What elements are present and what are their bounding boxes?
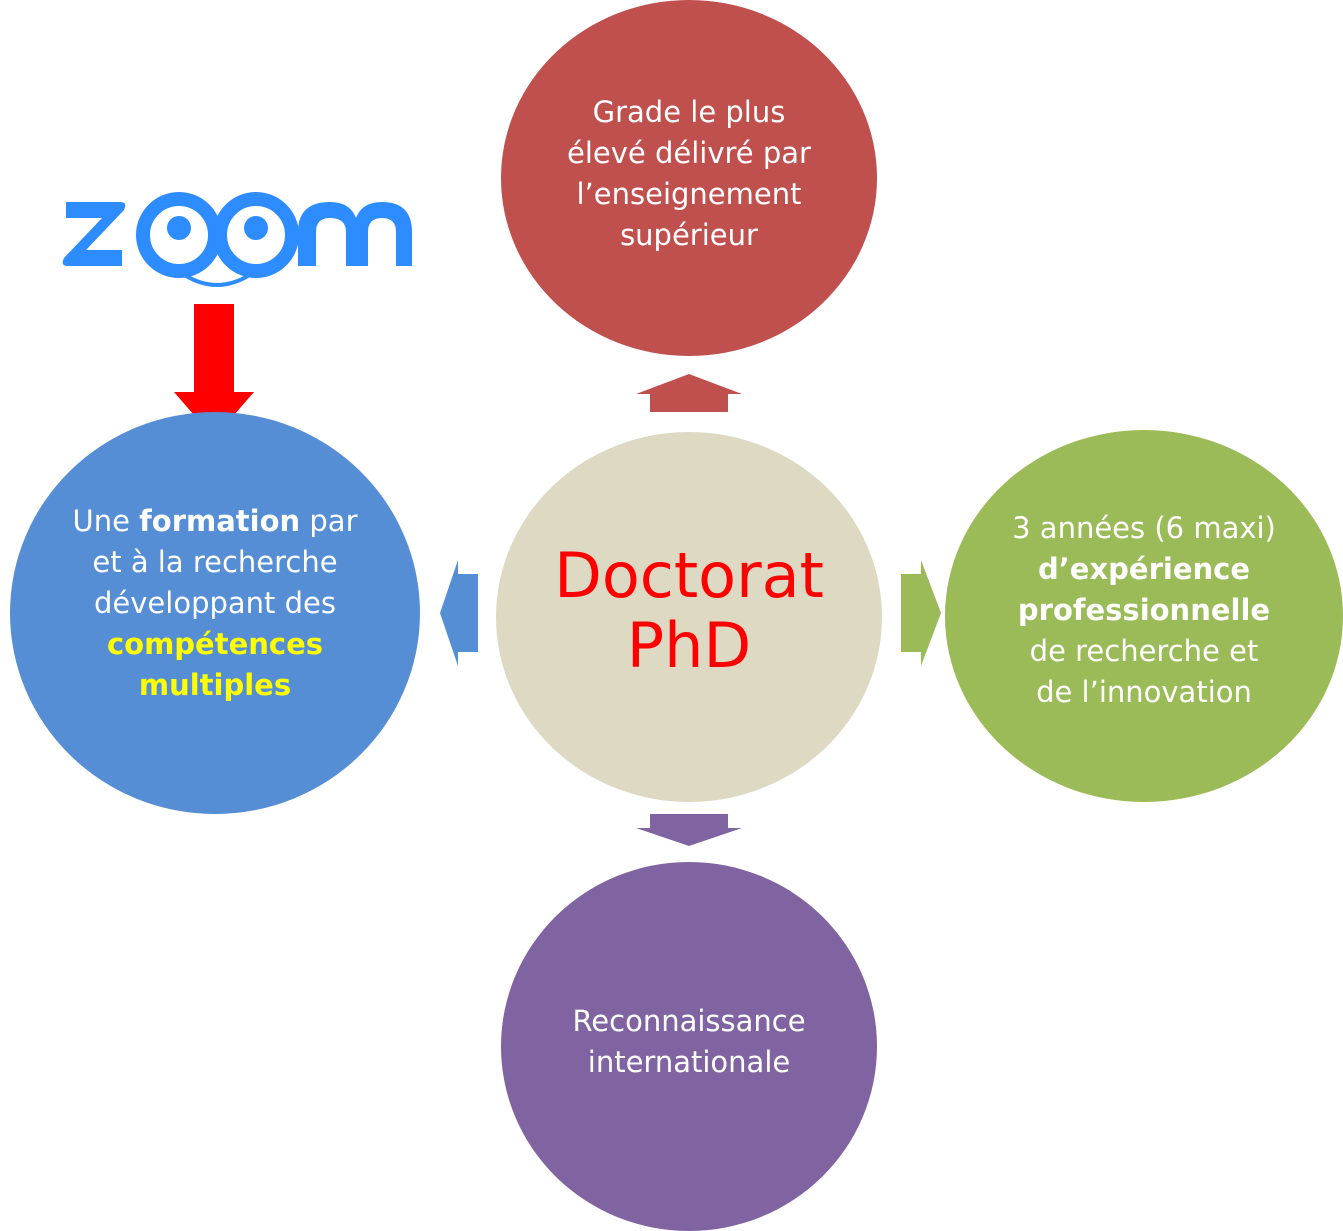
center-line-1: Doctorat: [554, 539, 824, 612]
circle-highest-degree: Grade le plus élevé délivré par l’enseig…: [501, 0, 877, 356]
center-line-2: PhD: [626, 609, 752, 682]
zoom-logo: zoom: [62, 180, 414, 295]
right-line-5: de l’innovation: [1036, 674, 1252, 709]
circle-professional-experience: 3 années (6 maxi) d’expérience professio…: [945, 430, 1343, 802]
top-line-2: élevé délivré par: [567, 136, 811, 170]
left-line-4: compétences: [106, 626, 324, 661]
left-line-2: et à la recherche: [92, 544, 338, 579]
left-line-1: Une formation par: [55, 501, 375, 542]
right-line-4: de recherche et: [1029, 633, 1259, 668]
circle-research-training: Une formation par et à la recherche déve…: [10, 412, 420, 814]
circle-international-recognition: Reconnaissance internationale: [501, 862, 877, 1231]
down-arrow-icon: [174, 304, 254, 438]
left-line-3: développant des: [94, 585, 336, 620]
left-line-1a: Une: [72, 503, 140, 538]
right-line-3: professionnelle: [1017, 592, 1271, 627]
left-line-1b: formation: [139, 503, 301, 538]
left-line-5: multiples: [138, 667, 292, 702]
arrow-left-to-left-circle: [440, 560, 478, 666]
left-line-1c: par: [300, 503, 358, 538]
arrow-right-to-right-circle: [901, 560, 941, 666]
top-line-1: Grade le plus: [592, 95, 786, 129]
top-line-4: supérieur: [620, 218, 758, 252]
circle-doctorat-text: Doctorat PhD: [554, 541, 824, 681]
right-line-2: d’expérience: [1038, 551, 1250, 586]
circle-highest-degree-text: Grade le plus élevé délivré par l’enseig…: [559, 92, 819, 256]
arrow-down-to-bottom: [636, 814, 742, 846]
bottom-line-1: Reconnaissance: [572, 1003, 806, 1038]
right-line-1: 3 années (6 maxi): [1012, 510, 1276, 545]
arrow-up-to-top: [636, 374, 742, 412]
bottom-line-2: internationale: [587, 1044, 791, 1079]
circle-international-recognition-text: Reconnaissance internationale: [549, 1001, 829, 1083]
circle-professional-experience-text: 3 années (6 maxi) d’expérience professio…: [994, 508, 1294, 713]
zoom-wordmark-icon: [62, 192, 412, 287]
circle-doctorat: Doctorat PhD: [496, 432, 882, 802]
top-line-3: l’enseignement: [576, 177, 802, 211]
circle-research-training-text: Une formation par et à la recherche déve…: [55, 501, 375, 706]
